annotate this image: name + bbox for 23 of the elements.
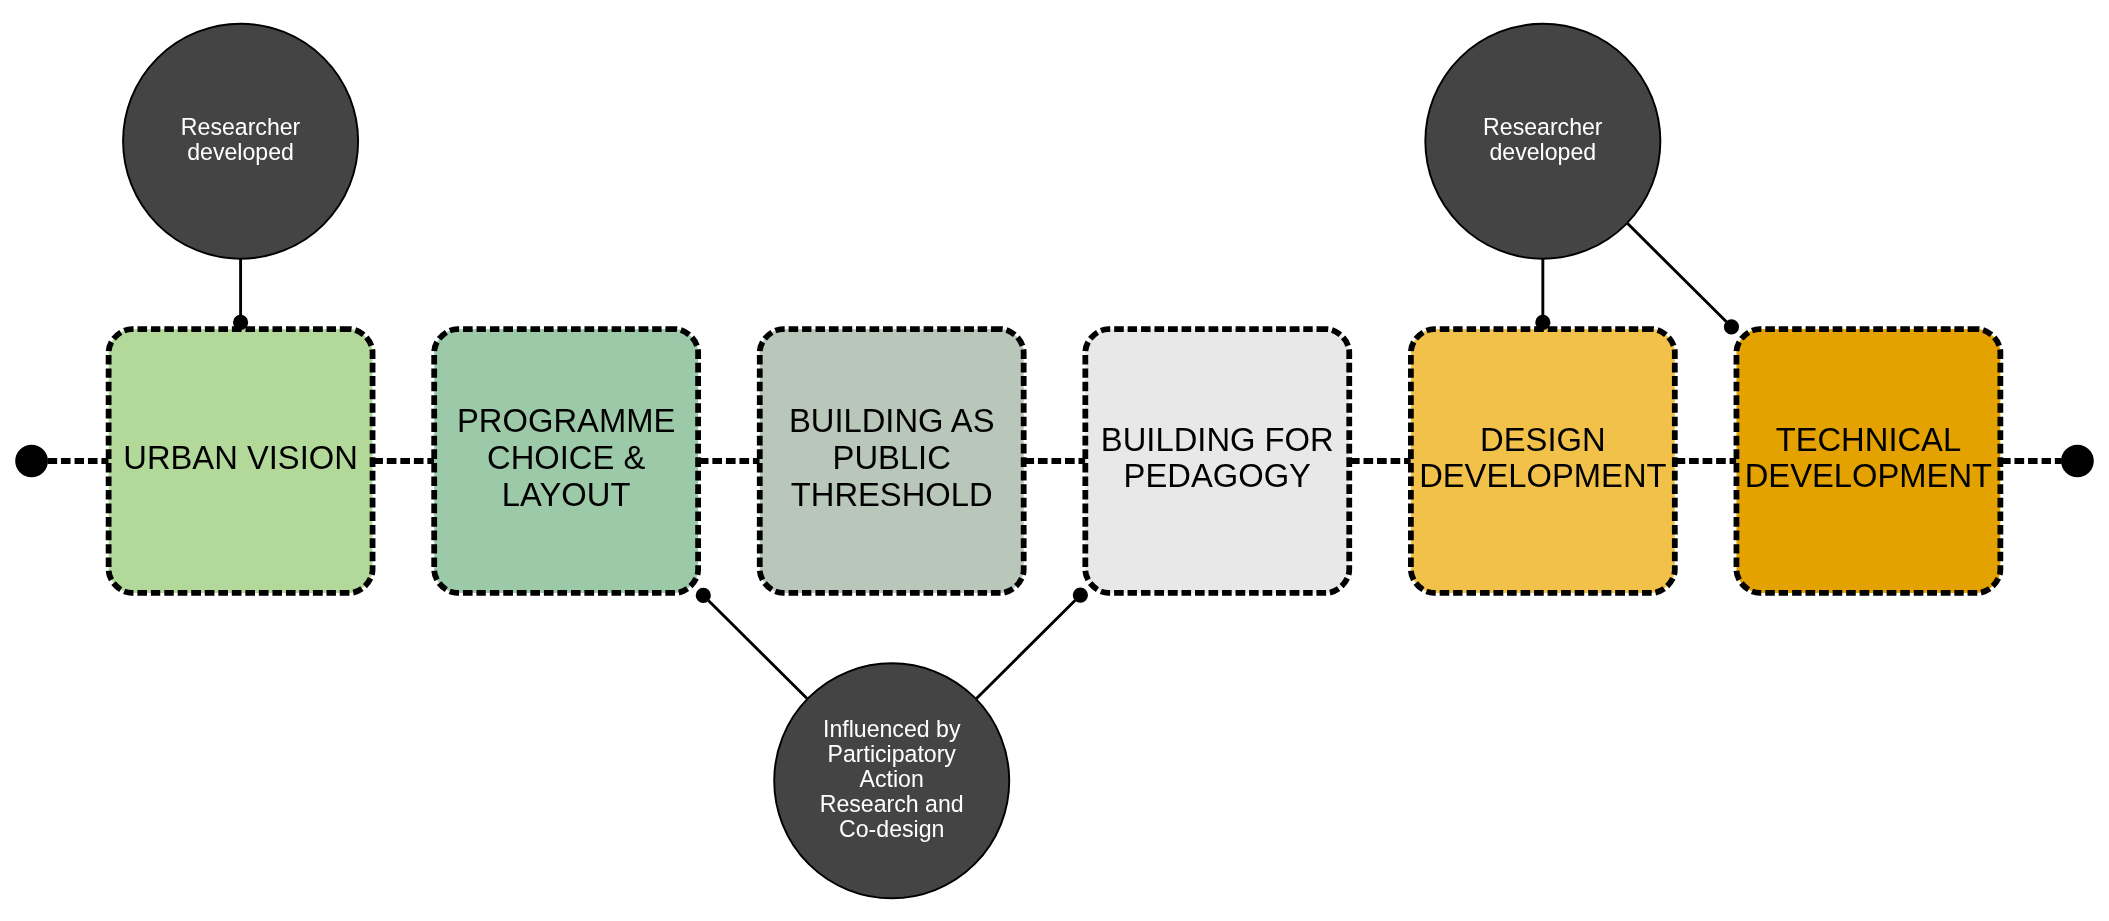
connector	[373, 457, 434, 464]
connector	[975, 587, 1088, 699]
connector	[1626, 222, 1740, 334]
node-box: URBAN VISION	[105, 325, 376, 596]
node-box: TECHNICAL DEVELOPMENT	[1733, 325, 2004, 596]
connector	[1350, 457, 1411, 464]
connector	[233, 258, 249, 330]
connector	[695, 587, 809, 700]
connector	[698, 457, 760, 464]
node-box: DESIGN DEVELOPMENT	[1408, 325, 1678, 596]
node-circle	[2061, 444, 2094, 477]
connector	[2000, 457, 2062, 464]
node-box: BUILDING AS PUBLIC THRESHOLD	[756, 325, 1027, 596]
connector	[1675, 457, 1737, 464]
connector	[1535, 258, 1551, 330]
node-circle: Influenced by Participatory Action Research and Co-design	[773, 661, 1011, 899]
connector	[1024, 457, 1086, 464]
connector	[47, 457, 109, 464]
node-box: BUILDING FOR PEDAGOGY	[1082, 325, 1353, 596]
node-box: PROGRAMME CHOICE & LAYOUT	[431, 325, 701, 596]
node-circle: Researcher developed	[1424, 22, 1662, 260]
node-circle	[15, 444, 48, 477]
node-circle: Researcher developed	[122, 22, 360, 260]
